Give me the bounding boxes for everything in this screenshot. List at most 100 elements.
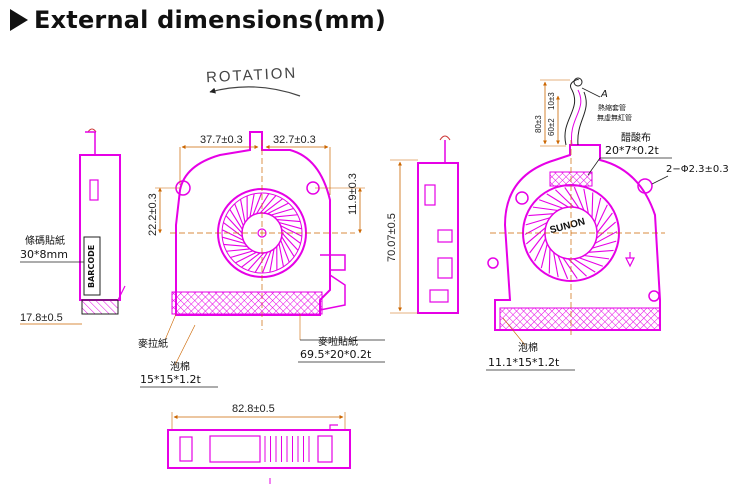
impeller-blade xyxy=(267,202,289,215)
back-view: SUNON 80±3 60±2 10±3 A 熱縮套管 無虛無紅管 醋酸布 20… xyxy=(486,77,729,371)
callout-a: A xyxy=(600,89,608,100)
page-title: External dimensions(mm) xyxy=(34,6,387,34)
shrink-tube-label-1: 熱縮套管 xyxy=(598,103,626,112)
impeller-blade xyxy=(594,231,618,245)
impeller-blade xyxy=(261,250,272,274)
acetate-cloth-dim: 20*7*0.2t xyxy=(605,144,659,157)
impeller-blade xyxy=(241,252,261,268)
mount-hole-icon xyxy=(515,191,529,205)
impeller-blade xyxy=(281,228,301,244)
impeller-blade xyxy=(281,232,299,251)
impeller-blade xyxy=(534,238,547,262)
foam-pad xyxy=(81,299,119,315)
impeller-blade xyxy=(538,199,564,209)
impeller-blade xyxy=(573,258,596,273)
wire-lead-icon xyxy=(564,79,579,146)
acetate-cloth-label: 醋酸布 xyxy=(621,131,651,144)
impeller-blade xyxy=(249,193,255,218)
impeller-blade xyxy=(583,188,589,214)
side-thickness-dim: 17.8±0.5 xyxy=(20,312,63,324)
impeller-blade xyxy=(269,248,275,273)
impeller-blade xyxy=(524,221,548,235)
impeller-blade xyxy=(529,232,546,254)
impeller-blade xyxy=(578,257,604,267)
impeller-blade xyxy=(270,207,294,216)
rotation-label: ROTATION xyxy=(206,65,298,87)
impeller-blade xyxy=(596,221,617,239)
bottom-view: 82.8±0.5 xyxy=(167,403,351,484)
sponge-sticker-label: 麥啦貼紙 xyxy=(318,335,358,348)
impeller-blade xyxy=(528,213,554,217)
impeller-blade xyxy=(591,192,594,218)
impeller-blade xyxy=(223,222,243,238)
front-center-height-dim: 22.2±0.3 xyxy=(147,193,159,236)
impeller-blade xyxy=(221,229,244,241)
back-foam-dim: 11.1*15*1.2t xyxy=(488,356,560,369)
front-left-width-dim: 37.7±0.3 xyxy=(200,134,243,146)
impeller-blade xyxy=(281,236,295,258)
front-right-height-dim: 11.9±0.3 xyxy=(347,173,359,215)
impeller-blade xyxy=(278,243,285,267)
impeller-blade xyxy=(548,248,551,274)
hole-dim: 2−Φ2.3±0.3 xyxy=(666,164,729,175)
impeller-blade xyxy=(562,257,578,279)
impeller-blade xyxy=(540,243,548,269)
side-height-dim: 70.07±0.5 xyxy=(386,213,398,262)
bottom-length-dim: 82.8±0.5 xyxy=(232,403,275,415)
impeller-blade xyxy=(596,212,613,234)
barcode-sticker xyxy=(83,236,101,296)
page-header: External dimensions(mm) xyxy=(10,6,386,34)
impeller-blade xyxy=(278,221,302,230)
back-housing-outline xyxy=(494,144,661,331)
barcode-sticker-label: 條碼貼紙 xyxy=(25,234,65,247)
impeller-blade xyxy=(235,251,257,264)
front-foam-label: 泡棉 xyxy=(170,360,190,373)
impeller-blade xyxy=(573,186,585,211)
impeller-blade xyxy=(525,217,551,226)
impeller-blade xyxy=(252,192,263,216)
impeller-blade xyxy=(256,193,270,215)
impeller-blade xyxy=(564,187,580,209)
wire-lead-icon xyxy=(87,128,97,133)
impeller-blade xyxy=(525,227,546,245)
impeller-blade xyxy=(229,208,243,230)
impeller-blade xyxy=(230,250,254,259)
left-side-view: BARCODE 條碼貼紙 30*8mm 17.8±0.5 xyxy=(20,128,126,325)
front-right-width-dim: 32.7±0.3 xyxy=(273,134,316,146)
sponge-sticker-dim: 69.5*20*0.2t xyxy=(300,348,372,361)
arrow-down-icon xyxy=(625,257,635,268)
impeller-blade xyxy=(263,198,283,214)
impeller-blade xyxy=(553,252,559,278)
wire-lead-icon xyxy=(439,135,451,141)
impeller-blade xyxy=(280,240,290,263)
impeller-blade xyxy=(594,197,602,223)
impeller-blade xyxy=(280,225,303,237)
plastic-paper-label: 麥拉紙 xyxy=(138,337,168,350)
impeller-blade xyxy=(247,252,265,271)
lead-length-10-dim: 10±3 xyxy=(547,92,556,110)
lead-length-60-dim: 60±2 xyxy=(547,118,556,136)
impeller-blade xyxy=(583,254,610,260)
back-foam-label: 泡棉 xyxy=(518,341,538,354)
impeller-blade xyxy=(276,218,301,223)
barcode-text: BARCODE xyxy=(87,245,96,288)
impeller-blade xyxy=(225,215,243,234)
impeller-blade xyxy=(557,255,569,280)
bottom-body-outline xyxy=(167,429,351,469)
front-view: 37.7±0.3 32.7±0.3 22.2±0.3 11.9±0.3 麥啦貼紙… xyxy=(138,131,385,388)
triangle-bullet-icon xyxy=(10,9,28,31)
shrink-tube-label-2: 無虛無紅管 xyxy=(597,113,632,122)
rotation-arrow-icon xyxy=(209,86,301,97)
side-body-outline-right xyxy=(417,162,459,314)
impeller-blade xyxy=(223,243,248,248)
impeller-blade xyxy=(591,240,617,249)
impeller-blade xyxy=(532,206,559,212)
impeller-blade xyxy=(588,249,614,253)
lead-length-80-dim: 80±3 xyxy=(534,115,543,133)
impeller-blade xyxy=(226,248,251,252)
right-side-view: 70.07±0.5 xyxy=(386,135,459,314)
impeller-blade xyxy=(234,203,244,226)
impeller-blade xyxy=(259,195,277,214)
impeller-blade xyxy=(254,251,268,273)
